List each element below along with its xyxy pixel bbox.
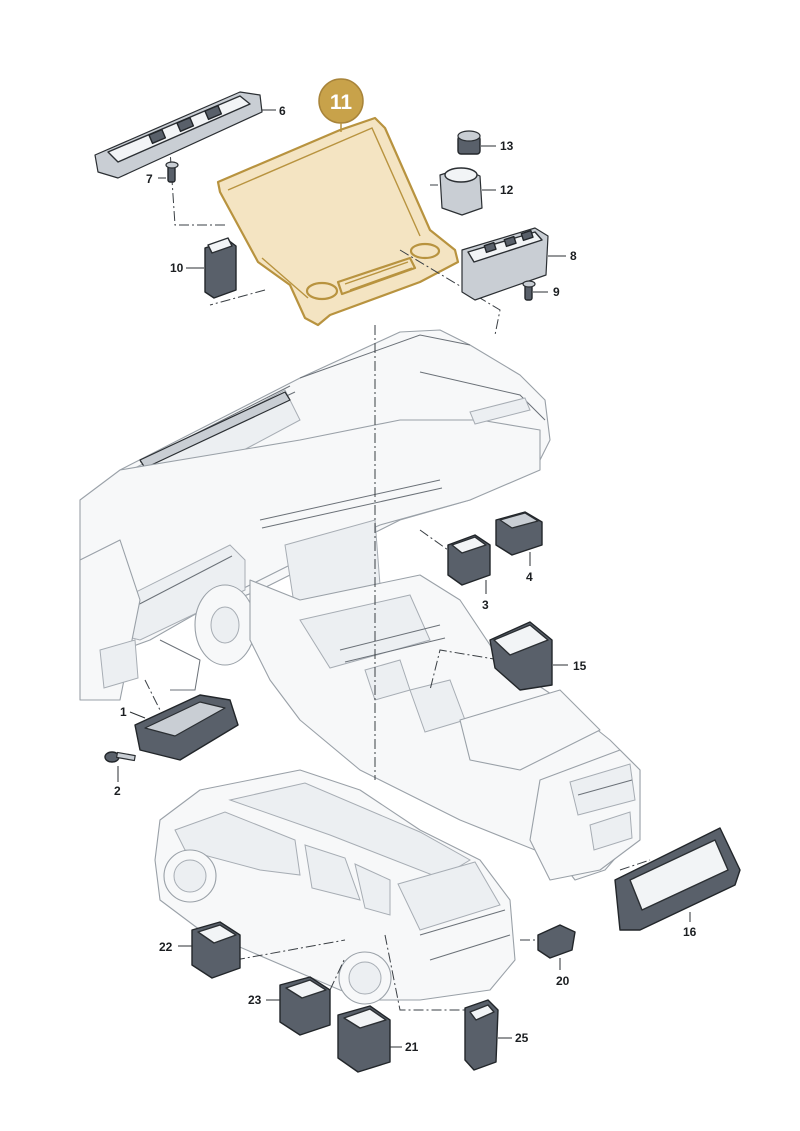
- callout-23: 23: [248, 993, 262, 1007]
- part-1-seat-control: [129, 694, 239, 761]
- callout-2: 2: [114, 784, 121, 798]
- part-7-screw: [158, 161, 179, 183]
- part-11-center-console-trim: [216, 116, 460, 327]
- callout-9: 9: [553, 285, 560, 299]
- callout-21: 21: [405, 1040, 419, 1054]
- callout-labels: 6 7 13 12 8 9 10 4 3 15 1 2 16 22 20 23 …: [114, 104, 697, 1054]
- part-10-switch: [186, 237, 237, 299]
- callout-12: 12: [500, 183, 514, 197]
- part-20-switch: [537, 924, 576, 970]
- dashboard-interior: [79, 329, 641, 881]
- callout-8: 8: [570, 249, 577, 263]
- callout-25: 25: [515, 1031, 529, 1045]
- part-4-switch: [495, 511, 543, 566]
- callout-1: 1: [120, 705, 127, 719]
- callout-7: 7: [146, 172, 153, 186]
- part-8-switch-module: [461, 227, 566, 301]
- callout-4: 4: [526, 570, 533, 584]
- part-3-switch: [447, 534, 491, 594]
- part-21-window-switch: [337, 1005, 402, 1073]
- callout-22: 22: [159, 940, 173, 954]
- part-13-knob: [457, 130, 496, 155]
- part-23-window-switch: [266, 976, 331, 1036]
- callout-16: 16: [683, 925, 697, 939]
- callout-3: 3: [482, 598, 489, 612]
- part-2-screw: [104, 751, 136, 782]
- part-16-rear-control: [614, 827, 741, 931]
- callout-10: 10: [170, 261, 184, 275]
- callout-badge-11: 11: [318, 78, 364, 132]
- part-15-switch-block: [489, 621, 568, 691]
- part-9-screw: [522, 280, 548, 301]
- part-12-rotary-switch: [439, 167, 496, 216]
- callout-11: 11: [330, 91, 353, 114]
- part-6-switch-strip: [94, 91, 276, 179]
- callout-20: 20: [556, 974, 570, 988]
- callout-6: 6: [279, 104, 286, 118]
- callout-15: 15: [573, 659, 587, 673]
- callout-13: 13: [500, 139, 514, 153]
- part-25-handle-switch: [464, 999, 512, 1071]
- installation-lines: [144, 149, 651, 1011]
- car-body: [154, 769, 516, 1005]
- part-22-window-switch: [178, 921, 241, 979]
